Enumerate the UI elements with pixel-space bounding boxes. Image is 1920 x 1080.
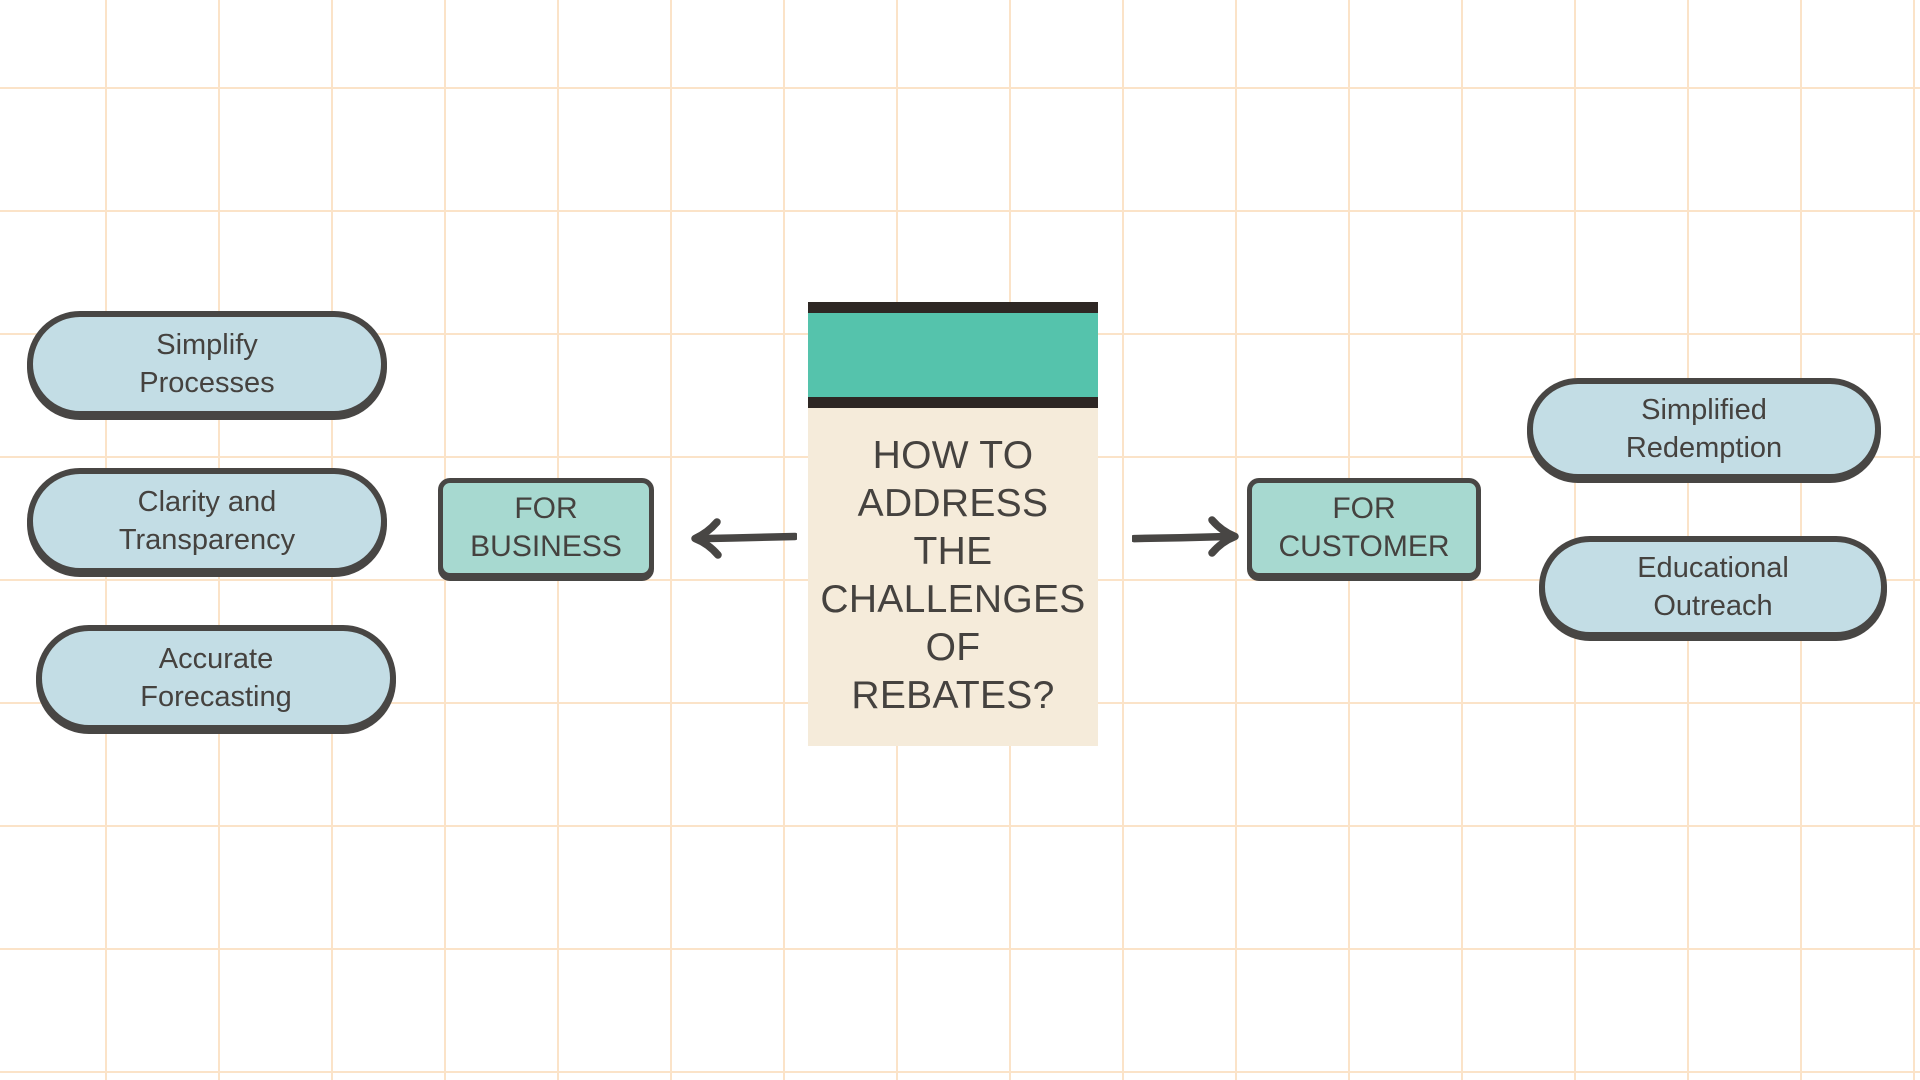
branch-box-for-customer[interactable]: FOR CUSTOMER — [1247, 478, 1481, 578]
outcome-pill-accurate-forecasting[interactable]: Accurate Forecasting — [36, 625, 396, 731]
card-bottom-rule — [808, 397, 1098, 408]
outcome-pill-label: Clarity and Transparency — [118, 486, 296, 556]
outcome-pill-label: Simplify Processes — [139, 329, 275, 399]
outcome-pill-label: Educational Outreach — [1637, 552, 1789, 622]
card-top-rule — [808, 302, 1098, 313]
outcome-pill-label: Accurate Forecasting — [140, 643, 292, 713]
arrow-left-icon — [685, 508, 797, 568]
branch-box-label: FOR CUSTOMER — [1278, 492, 1450, 563]
outcome-pill-label: Simplified Redemption — [1625, 394, 1783, 464]
center-card: HOW TO ADDRESS THE CHALLENGES OF REBATES… — [808, 302, 1098, 746]
outcome-pill-simplify-processes[interactable]: Simplify Processes — [27, 311, 387, 417]
card-body: HOW TO ADDRESS THE CHALLENGES OF REBATES… — [808, 408, 1098, 746]
outcome-pill-clarity-and-transparency[interactable]: Clarity and Transparency — [27, 468, 387, 574]
outcome-pill-educational-outreach[interactable]: Educational Outreach — [1539, 536, 1887, 638]
arrow-right-icon — [1132, 508, 1244, 568]
arrow-left-glyph — [691, 518, 797, 559]
page-title: HOW TO ADDRESS THE CHALLENGES OF REBATES… — [820, 434, 1086, 717]
card-teal-band — [808, 313, 1098, 397]
branch-box-for-business[interactable]: FOR BUSINESS — [438, 478, 654, 578]
branch-box-label: FOR BUSINESS — [470, 492, 622, 563]
outcome-pill-simplified-redemption[interactable]: Simplified Redemption — [1527, 378, 1881, 480]
arrow-right-glyph — [1132, 516, 1239, 557]
